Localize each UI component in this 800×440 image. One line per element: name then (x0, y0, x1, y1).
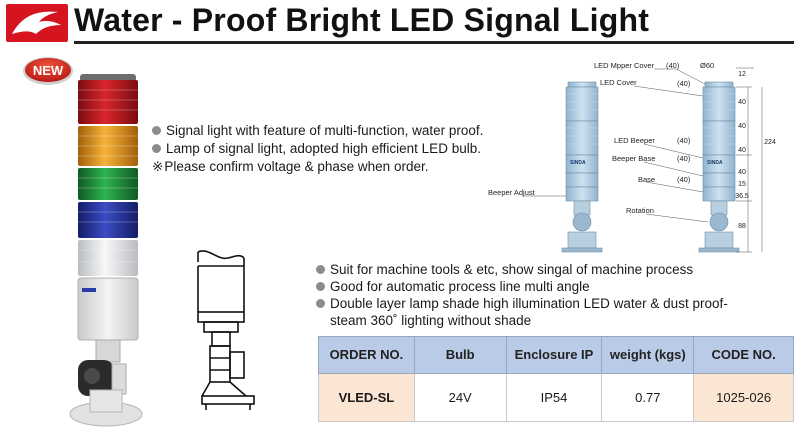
table-row: VLED-SL 24V IP54 0.77 1025-026 (318, 373, 794, 422)
list-item: Double layer lamp shade high illuminatio… (316, 295, 728, 312)
bullet-icon (316, 282, 325, 291)
new-badge: NEW (22, 56, 74, 86)
page-title: Water - Proof Bright LED Signal Light (74, 2, 650, 38)
label-beeper-adjust: Beeper Adjust (488, 188, 536, 197)
dim-15: 15 (738, 181, 746, 188)
dim-40-e: (40) (677, 175, 691, 184)
list-item-continuation: steam 360˚ lighting without shade (330, 313, 532, 328)
cell-code-no: 1025-026 (693, 373, 794, 422)
label-rotation: Rotation (626, 206, 654, 215)
list-item: Good for automatic process line multi an… (316, 278, 728, 295)
dim-40-3: 40 (738, 147, 746, 154)
label-led-beeper: LED Beeper (614, 136, 655, 145)
cell-order-no: VLED-SL (318, 373, 415, 422)
cell-bulb: 24V (413, 373, 507, 422)
list-item: ※Please confirm voltage & phase when ord… (152, 159, 429, 174)
bullet-icon (316, 265, 325, 274)
feature-list-bottom: Suit for machine tools & etc, show singa… (316, 261, 728, 329)
dim-40-b: (40) (677, 79, 691, 88)
dim-88: 88 (738, 223, 746, 230)
brand-label: SINDA (707, 160, 723, 166)
dim-40-2: 40 (738, 123, 746, 130)
dim-diameter: Ø60 (700, 61, 714, 70)
spec-table: ORDER NO. Bulb Enclosure IP weight (kgs)… (318, 336, 794, 422)
col-order-no: ORDER NO. (318, 336, 415, 374)
brand-logo (6, 4, 68, 42)
cell-weight: 0.77 (601, 373, 695, 422)
dim-40-4: 40 (738, 169, 746, 176)
col-bulb: Bulb (413, 336, 507, 374)
col-enclosure-ip: Enclosure IP (505, 336, 603, 374)
dim-12: 12 (738, 71, 746, 78)
dim-40-a: (40) (666, 61, 680, 70)
dim-40-1: 40 (738, 99, 746, 106)
signal-tower-image (68, 70, 148, 440)
cell-enclosure-ip: IP54 (505, 373, 603, 422)
col-code-no: CODE NO. (693, 336, 794, 374)
list-item: Signal light with feature of multi-funct… (152, 122, 483, 140)
list-item: Suit for machine tools & etc, show singa… (316, 261, 728, 278)
feature-list-top: Signal light with feature of multi-funct… (152, 122, 483, 176)
list-item: Lamp of signal light, adopted high effic… (152, 140, 483, 158)
dim-36-5: 36.5 (735, 193, 749, 200)
dimension-diagram: SINDA SINDA (486, 56, 796, 254)
bullet-icon (316, 299, 325, 308)
label-mpper-cover: LED Mpper Cover (594, 61, 655, 70)
col-weight: weight (kgs) (601, 336, 695, 374)
eagle-icon (12, 11, 61, 34)
bullet-icon (152, 144, 161, 153)
label-base: Base (638, 175, 655, 184)
title-divider (74, 41, 794, 44)
bullet-icon (152, 126, 161, 135)
table-header-row: ORDER NO. Bulb Enclosure IP weight (kgs)… (318, 336, 794, 374)
dim-40-d: (40) (677, 154, 691, 163)
mount-sketch-image (196, 248, 278, 413)
label-led-cover: LED Cover (600, 78, 637, 87)
dim-224: 224 (764, 139, 776, 146)
new-badge-label: NEW (33, 63, 64, 78)
brand-label: SINDA (570, 160, 586, 166)
reference-mark-icon: ※ (152, 159, 164, 174)
label-beeper-base: Beeper Base (612, 154, 655, 163)
dim-40-c: (40) (677, 136, 691, 145)
